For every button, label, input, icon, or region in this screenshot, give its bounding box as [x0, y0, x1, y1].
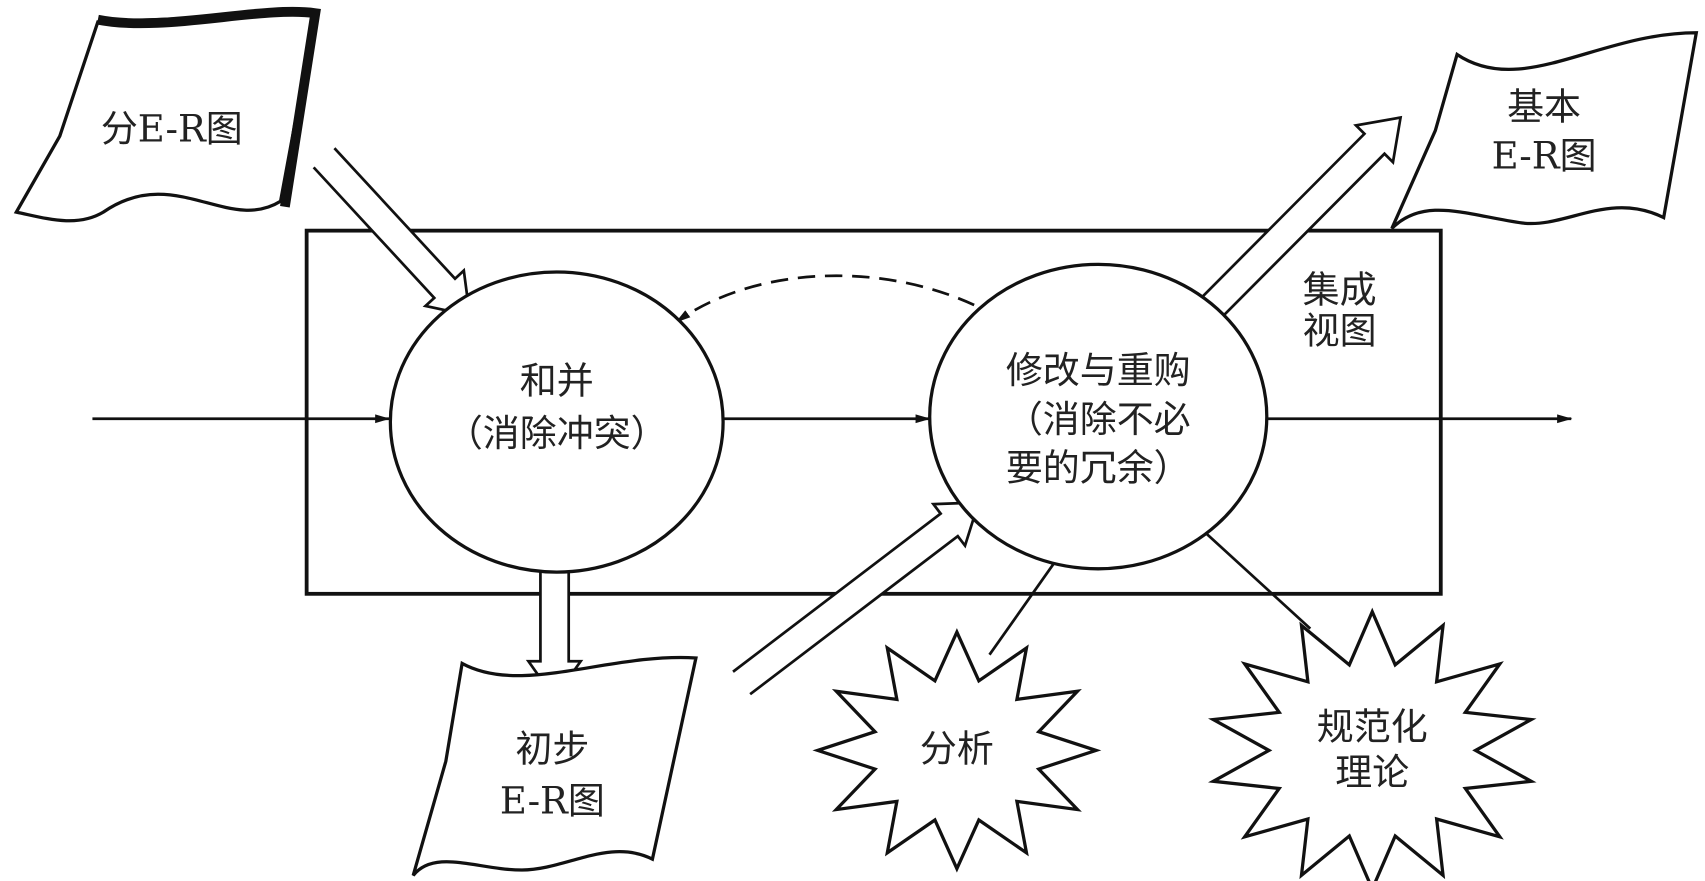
modify-label-3: 要的冗余） — [1006, 447, 1191, 490]
modify-to-basic-er-arrow — [1190, 115, 1403, 329]
feedback-dashed-arrow — [675, 274, 999, 324]
initial-er-label-2: E-R图 — [500, 779, 605, 822]
merge-process — [388, 270, 725, 574]
basic-er-label-2: E-R图 — [1492, 135, 1597, 178]
normalization-arrow — [1195, 523, 1312, 630]
box-label-line2: 视图 — [1303, 310, 1377, 353]
modify-label-1: 修改与重购 — [1006, 349, 1191, 392]
merge-label-1: 和并 — [520, 360, 594, 403]
analysis-label: 分析 — [920, 727, 994, 770]
initial-er-label-1: 初步 — [515, 727, 589, 770]
normalization-label-1: 规范化 — [1317, 706, 1428, 749]
normalization-starburst — [1208, 607, 1537, 881]
box-label-line1: 集成 — [1303, 268, 1377, 311]
sub-er-document: 分E-R图 — [13, 6, 321, 223]
sub-er-label: 分E-R图 — [101, 107, 243, 150]
double-arrows — [312, 115, 1403, 701]
basic-er-document: 基本 E-R图 — [1390, 31, 1699, 230]
modify-label-2: （消除不必 — [1006, 398, 1191, 441]
basic-er-label-1: 基本 — [1507, 86, 1581, 129]
normalization-label-2: 理论 — [1335, 751, 1409, 794]
merge-label-2: （消除冲突） — [446, 412, 668, 455]
initial-er-document: 初步 E-R图 — [411, 655, 698, 877]
analysis-starburst — [812, 628, 1102, 873]
modify-process — [928, 262, 1269, 571]
